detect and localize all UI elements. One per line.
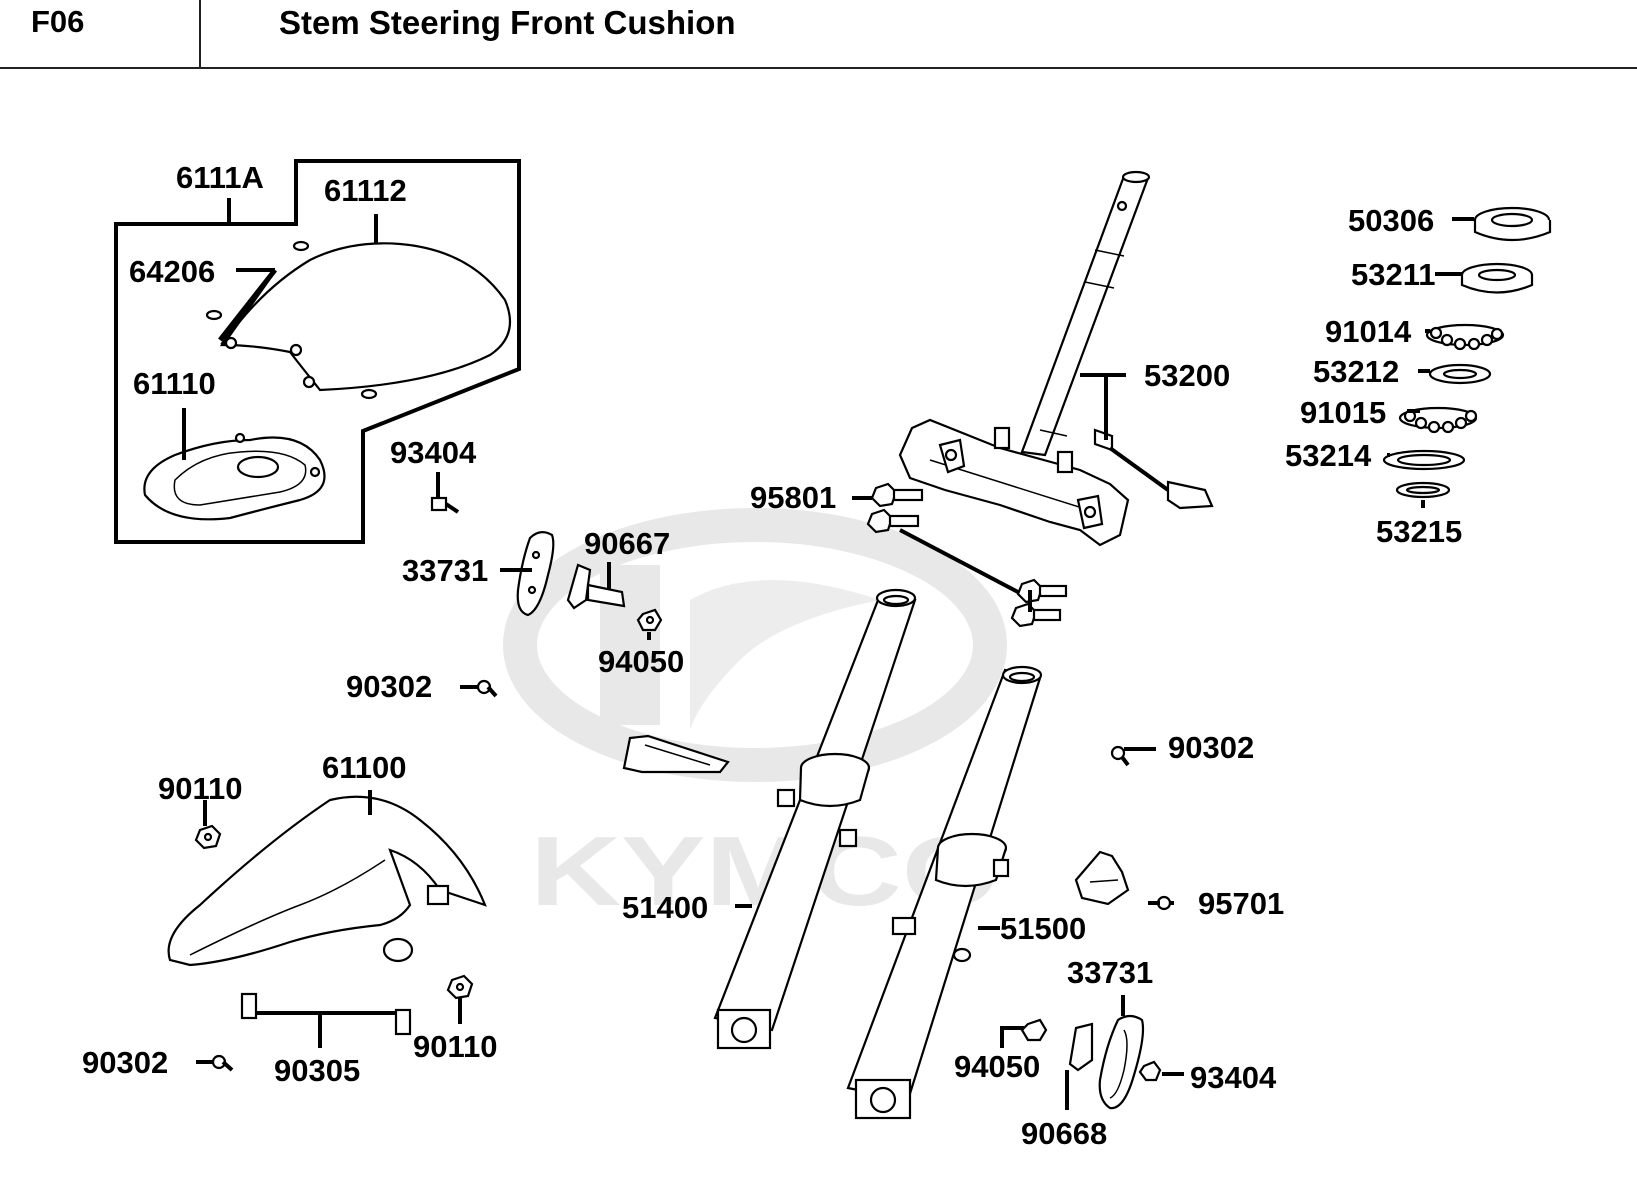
callout-90668: 90668 [1021, 1116, 1107, 1151]
callout-94050-lower: 94050 [954, 1049, 1040, 1084]
callout-labels: 6111A 61112 64206 61110 93404 33731 9066… [82, 160, 1462, 1151]
callout-95701: 95701 [1198, 886, 1284, 921]
callout-61112: 61112 [324, 173, 407, 208]
callout-64206: 64206 [129, 254, 215, 289]
callout-53214: 53214 [1285, 438, 1372, 473]
header-bar: F06 Stem Steering Front Cushion [0, 0, 1637, 69]
front-fender-part [167, 795, 487, 967]
bearing-leaders [1387, 217, 1474, 508]
page-title: Stem Steering Front Cushion [279, 4, 736, 41]
callout-6111A: 6111A [176, 160, 264, 195]
leader-53200 [1080, 373, 1126, 440]
page-code: F06 [31, 4, 85, 39]
callout-33731-lower: 33731 [1067, 955, 1153, 990]
callout-90110-lower: 90110 [413, 1029, 498, 1064]
leader-90305 [256, 1011, 396, 1048]
leader-64206-b [218, 268, 277, 342]
callout-33731: 33731 [402, 553, 488, 588]
callout-61100: 61100 [322, 750, 407, 785]
cushion-base-part [143, 432, 326, 521]
cushion-cover-part [205, 240, 512, 400]
bracket-90668 [1068, 1022, 1094, 1072]
screw-93404-upper [430, 472, 460, 514]
callout-90302-lower-left: 90302 [82, 1045, 168, 1080]
nut-94050-upper [636, 608, 663, 632]
reflector-33731-lower [1098, 1014, 1145, 1110]
callout-53215: 53215 [1376, 514, 1462, 549]
screw-93404-lower [1138, 1060, 1184, 1082]
callout-90110-upper: 90110 [158, 771, 243, 806]
callout-93404-lower: 93404 [1190, 1060, 1277, 1095]
bracket-95701 [1074, 850, 1174, 911]
callout-50306: 50306 [1348, 203, 1434, 238]
callout-91014: 91014 [1325, 314, 1412, 349]
callout-95801: 95801 [750, 480, 836, 515]
screw-90302-left [460, 679, 498, 698]
clips-90305 [240, 992, 412, 1036]
fork-51400-part [713, 588, 917, 1050]
bearing-stack [1382, 206, 1552, 499]
steering-stem-part [898, 170, 1214, 547]
fork-51500-part [846, 665, 1043, 1120]
leader-94050-lower [1000, 1026, 1024, 1048]
callout-53212: 53212 [1313, 354, 1399, 389]
callout-90667: 90667 [584, 526, 670, 561]
screw-90110-lower [446, 974, 474, 1000]
callout-53211: 53211 [1351, 257, 1436, 292]
screw-90110-upper [194, 824, 222, 850]
callout-90302-right: 90302 [1168, 730, 1254, 765]
callout-91015: 91015 [1300, 395, 1386, 430]
reflector-33731-upper [516, 531, 555, 617]
stay-bracket [622, 734, 730, 774]
callout-94050: 94050 [598, 644, 684, 679]
screw-90302-lower-left [196, 1054, 234, 1072]
callout-90302: 90302 [346, 669, 432, 704]
bolts-95801 [866, 482, 1068, 628]
group-box-outline [114, 159, 521, 544]
callout-53200: 53200 [1144, 358, 1230, 393]
callout-51500: 51500 [1000, 911, 1086, 946]
callout-90305: 90305 [274, 1053, 360, 1088]
callout-51400: 51400 [622, 890, 708, 925]
screw-90302-right [1110, 745, 1156, 767]
callout-61110: 61110 [133, 366, 216, 401]
callout-93404: 93404 [390, 435, 477, 470]
nut-94050-lower [1020, 1018, 1048, 1042]
header-divider [199, 0, 201, 69]
